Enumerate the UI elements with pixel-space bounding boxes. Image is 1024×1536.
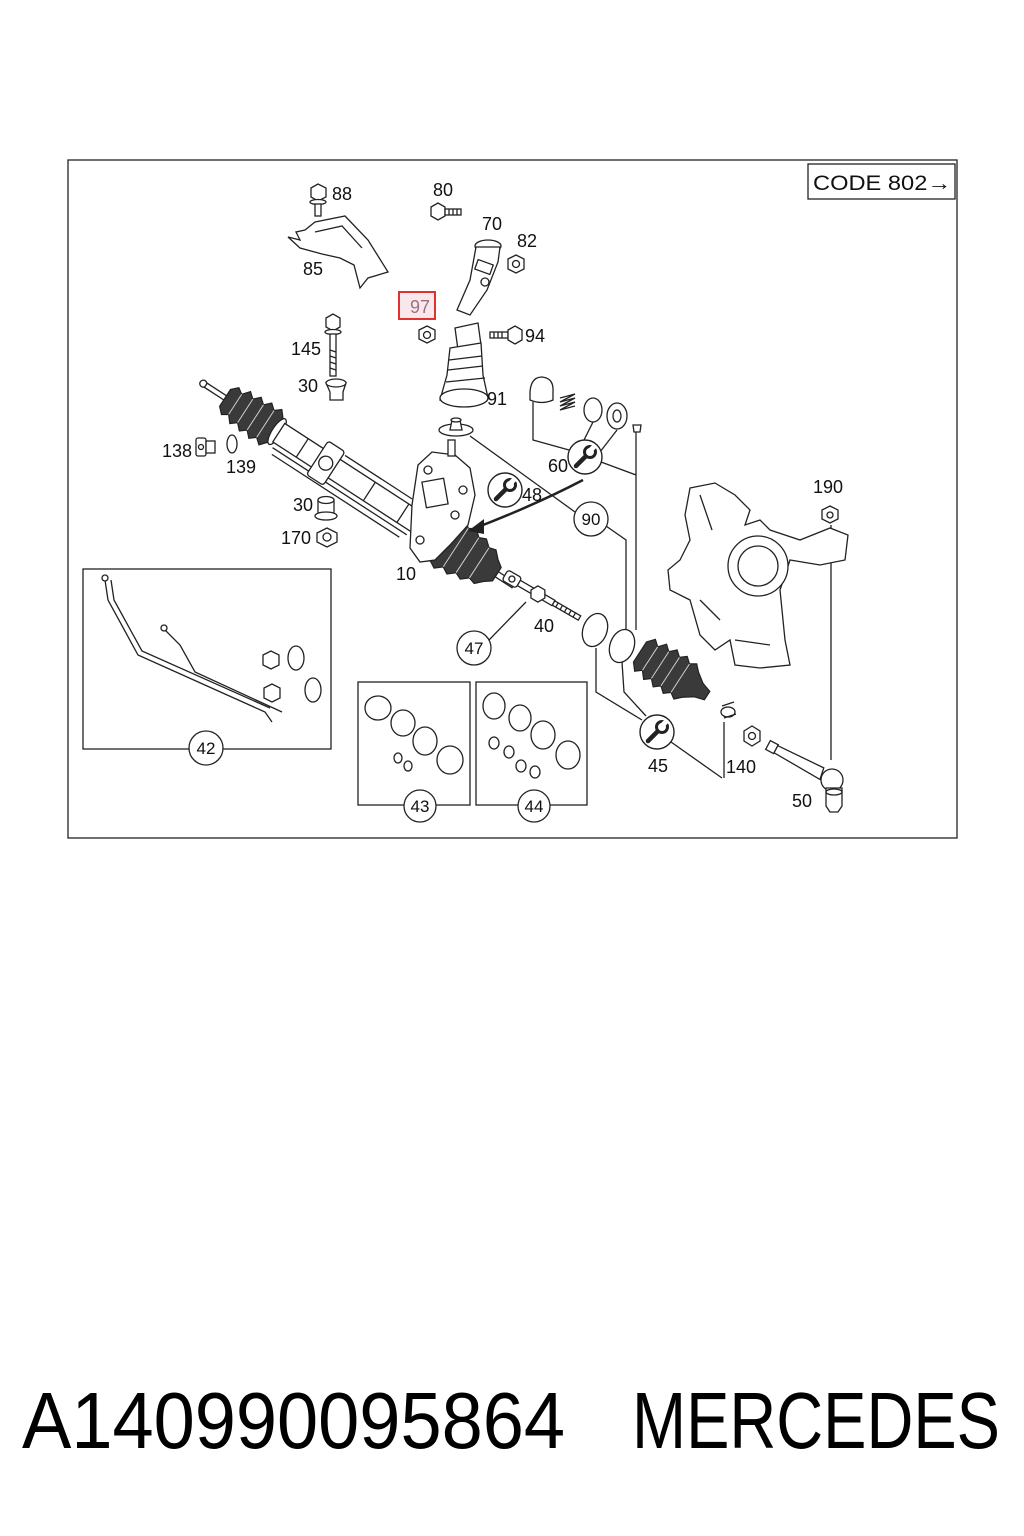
- screw: [632, 424, 642, 433]
- kit-60: [529, 376, 642, 433]
- ring-139: [226, 434, 238, 454]
- boot-45: [632, 638, 711, 701]
- bushing-30-upper: [324, 378, 347, 401]
- part-number: A140990095864: [22, 1376, 565, 1465]
- spring: [559, 393, 576, 411]
- callout-170: 170: [281, 528, 311, 548]
- tie-rod-40: [502, 570, 582, 622]
- nut-190: [821, 505, 839, 524]
- callout-30-lower: 30: [293, 495, 313, 515]
- callout-97: 97: [410, 297, 430, 317]
- code-box: CODE 802→: [807, 163, 956, 200]
- bolt-94: [489, 325, 523, 345]
- ring: [583, 397, 603, 423]
- clamp-140: [720, 701, 737, 719]
- callout-190: 190: [813, 477, 843, 497]
- circled-callout-47: 47: [456, 630, 492, 666]
- callout-40: 40: [534, 616, 554, 636]
- seal-kit-box-43: [357, 681, 471, 806]
- callout-85: 85: [303, 259, 323, 279]
- callout-97-highlight: 97: [398, 291, 436, 320]
- subassembly-box-42: [82, 568, 332, 750]
- callout-47: 47: [465, 639, 484, 658]
- bolt-88: [309, 183, 327, 217]
- nut-97: [418, 325, 436, 344]
- callout-10: 10: [396, 564, 416, 584]
- callout-91: 91: [487, 389, 507, 409]
- ring-large: [608, 628, 636, 664]
- nut-82: [507, 254, 525, 274]
- circled-callout-44: 44: [517, 789, 551, 823]
- callout-145: 145: [291, 339, 321, 359]
- callout-70: 70: [482, 214, 502, 234]
- wrench-icon: [568, 440, 602, 474]
- callout-60: 60: [548, 456, 568, 476]
- bolt-80: [430, 202, 462, 221]
- cap: [529, 376, 554, 404]
- callout-48: 48: [522, 485, 542, 505]
- plug-138: [195, 437, 216, 457]
- bushing-30-lower: [314, 495, 338, 521]
- callout-44: 44: [525, 797, 544, 816]
- callout-139: 139: [226, 457, 256, 477]
- seal-kit-box-44: [475, 681, 588, 806]
- tie-rod-end-50: [764, 739, 844, 813]
- callout-82: 82: [517, 231, 537, 251]
- seal-48: [438, 417, 474, 437]
- circled-callout-90: 90: [573, 501, 609, 537]
- circled-callout-43: 43: [403, 789, 437, 823]
- boot-91: [439, 322, 489, 408]
- bolt-145: [324, 313, 342, 377]
- callout-94: 94: [525, 326, 545, 346]
- callout-90: 90: [582, 510, 601, 529]
- callout-30-upper: 30: [298, 376, 318, 396]
- code-label: CODE 802→: [813, 172, 951, 195]
- callout-80: 80: [433, 180, 453, 200]
- callout-43: 43: [411, 797, 430, 816]
- wrench-icon: [640, 715, 674, 749]
- ring-small: [581, 612, 609, 648]
- callout-140: 140: [726, 757, 756, 777]
- brand-name: MERCEDES: [632, 1376, 1000, 1465]
- callout-88: 88: [332, 184, 352, 204]
- diagram-frame: [67, 159, 958, 839]
- valve-housing: [409, 439, 476, 563]
- callout-138: 138: [162, 441, 192, 461]
- callout-50: 50: [792, 791, 812, 811]
- arrow-icon: [468, 478, 584, 534]
- universal-joint-70: [456, 239, 502, 316]
- seal: [606, 402, 628, 430]
- tie-rod-nut: [743, 725, 761, 747]
- nut-170: [316, 527, 338, 548]
- circled-callout-42: 42: [188, 730, 224, 766]
- callout-42: 42: [197, 739, 216, 758]
- leader-lines: [469, 402, 832, 779]
- steering-knuckle: [667, 482, 849, 669]
- cover-85: [287, 215, 390, 290]
- wrench-icon: [488, 473, 522, 507]
- callout-45: 45: [648, 756, 668, 776]
